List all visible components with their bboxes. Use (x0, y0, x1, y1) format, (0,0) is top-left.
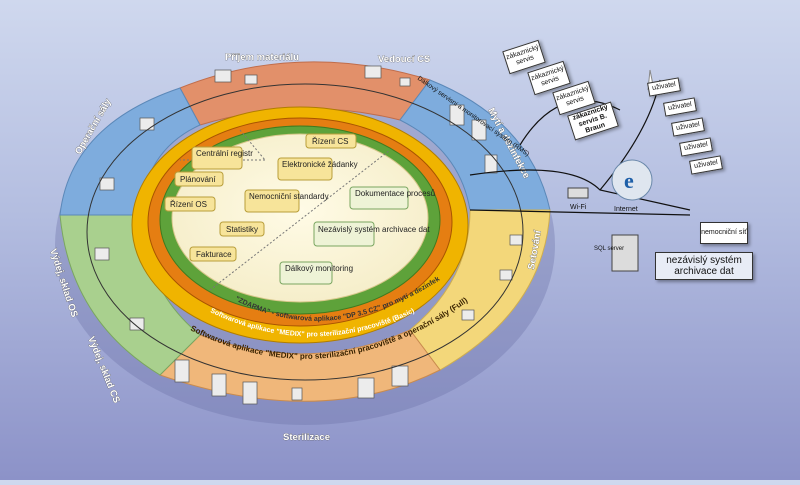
computer-icon (461, 309, 475, 321)
box-rizeni-cs[interactable] (305, 133, 357, 149)
box-nemocnicni-text: Nemocniční standardy (249, 192, 329, 201)
hospital-network-tag: nemocniční síť (700, 222, 748, 244)
divider (239, 129, 266, 161)
box-dalkovy-text: Dálkový monitoring (285, 264, 353, 273)
box-centralni[interactable] (191, 146, 243, 170)
box-elektronicke[interactable] (277, 157, 333, 181)
computer-icon (364, 65, 382, 79)
internet-explorer-icon: e (624, 168, 634, 193)
box-centralni-text: Centrální registr (196, 149, 253, 158)
box-nezavisly[interactable] (313, 221, 375, 247)
sterilizer-icon (242, 381, 258, 405)
label-prijem: Příjem materiálu (225, 52, 299, 63)
washer-icon (471, 119, 487, 141)
box-nezavisly-text: Nezávislý systém archivace dat (318, 225, 430, 234)
computer-icon (509, 234, 523, 246)
network-ring-line (86, 83, 524, 381)
computer-icon (499, 269, 513, 281)
computer-icon (129, 317, 145, 331)
box-fakturace-text: Fakturace (196, 250, 232, 259)
computer-icon (99, 177, 115, 191)
sql-server-icon (611, 234, 639, 272)
box-dalkovy[interactable] (279, 261, 333, 285)
box-statistiky-text: Statistiky (226, 225, 258, 234)
sterilizer-icon (357, 377, 375, 399)
box-nemocnicni[interactable] (244, 189, 300, 213)
box-elektronicke-text: Elektronické žádanky (282, 160, 358, 169)
wifi-label: Wi-Fi (570, 204, 587, 211)
internet-label: Internet (614, 206, 638, 213)
printer-icon (399, 77, 411, 87)
internet-globe-icon (611, 159, 653, 201)
printer-icon (244, 74, 258, 85)
computer-icon (214, 69, 232, 83)
computer-icon (94, 247, 110, 261)
wifi-router-icon (567, 187, 589, 199)
box-rizeni-os[interactable] (164, 196, 216, 212)
sterilizer-icon (391, 365, 409, 387)
box-fakturace[interactable] (189, 246, 237, 262)
archive-box: nezávislý systém archivace dat (655, 252, 753, 280)
box-statistiky[interactable] (219, 221, 265, 237)
label-sterilizace: Sterilizace (283, 432, 330, 443)
sterilizer-icon (211, 373, 227, 397)
computer-icon (139, 117, 155, 131)
box-planovani-text: Plánování (180, 175, 216, 184)
sql-label: SQL server (594, 246, 624, 252)
sterilizer-icon (291, 387, 303, 401)
sterilizer-icon (174, 359, 190, 383)
box-planovani[interactable] (174, 171, 224, 187)
box-dokumentace[interactable] (349, 186, 409, 210)
label-vedouci: Vedoucí CS (378, 54, 430, 65)
washer-icon (449, 104, 465, 126)
washer-icon (484, 154, 498, 174)
inner-modules: Centrální registr Plánování Řízení OS Ří… (164, 133, 435, 285)
box-dokumentace-text: Dokumentace procesů (355, 189, 435, 198)
box-rizeni-os-text: Řízení OS (170, 200, 207, 209)
box-rizeni-cs-text: Řízení CS (312, 137, 348, 146)
